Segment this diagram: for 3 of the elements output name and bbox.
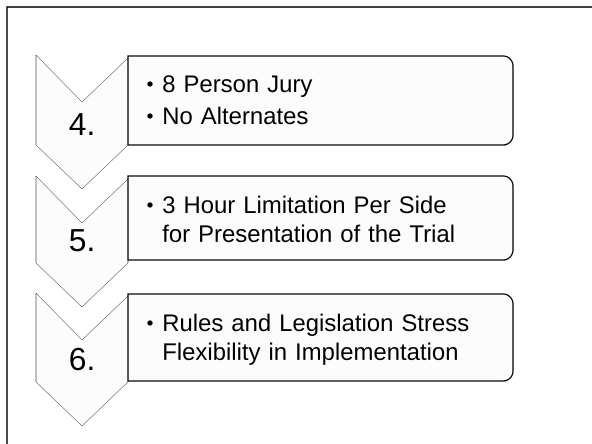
text-box: Rules and Legislation Stress Flexibility in Implementation (127, 293, 514, 382)
text-box: 8 Person Jury No Alternates (127, 55, 514, 146)
text-box: 3 Hour Limitation Per Side for Presentation of the Trial (127, 175, 514, 261)
